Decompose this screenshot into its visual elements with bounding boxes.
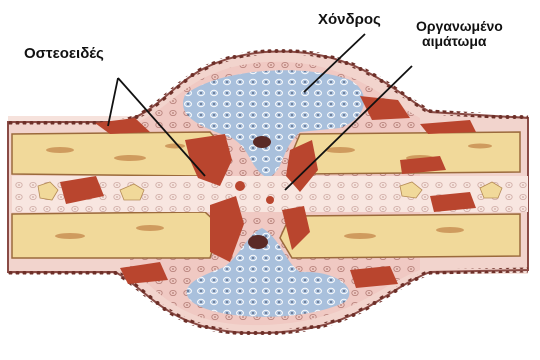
label-organized-hematoma-line1: Οργανωμένο (416, 19, 503, 34)
label-organized-hematoma: Οργανωμένο αιμάτωμα (416, 19, 503, 48)
label-osteoid: Οστεοειδές (24, 46, 104, 62)
label-cartilage: Χόνδρος (318, 12, 381, 28)
hematoma-clot-upper (253, 136, 271, 148)
label-organized-hematoma-line2: αιμάτωμα (416, 34, 503, 49)
bone-left-lower (12, 212, 220, 258)
bone-right-lower (280, 214, 520, 258)
hematoma-clot-lower (248, 235, 268, 249)
